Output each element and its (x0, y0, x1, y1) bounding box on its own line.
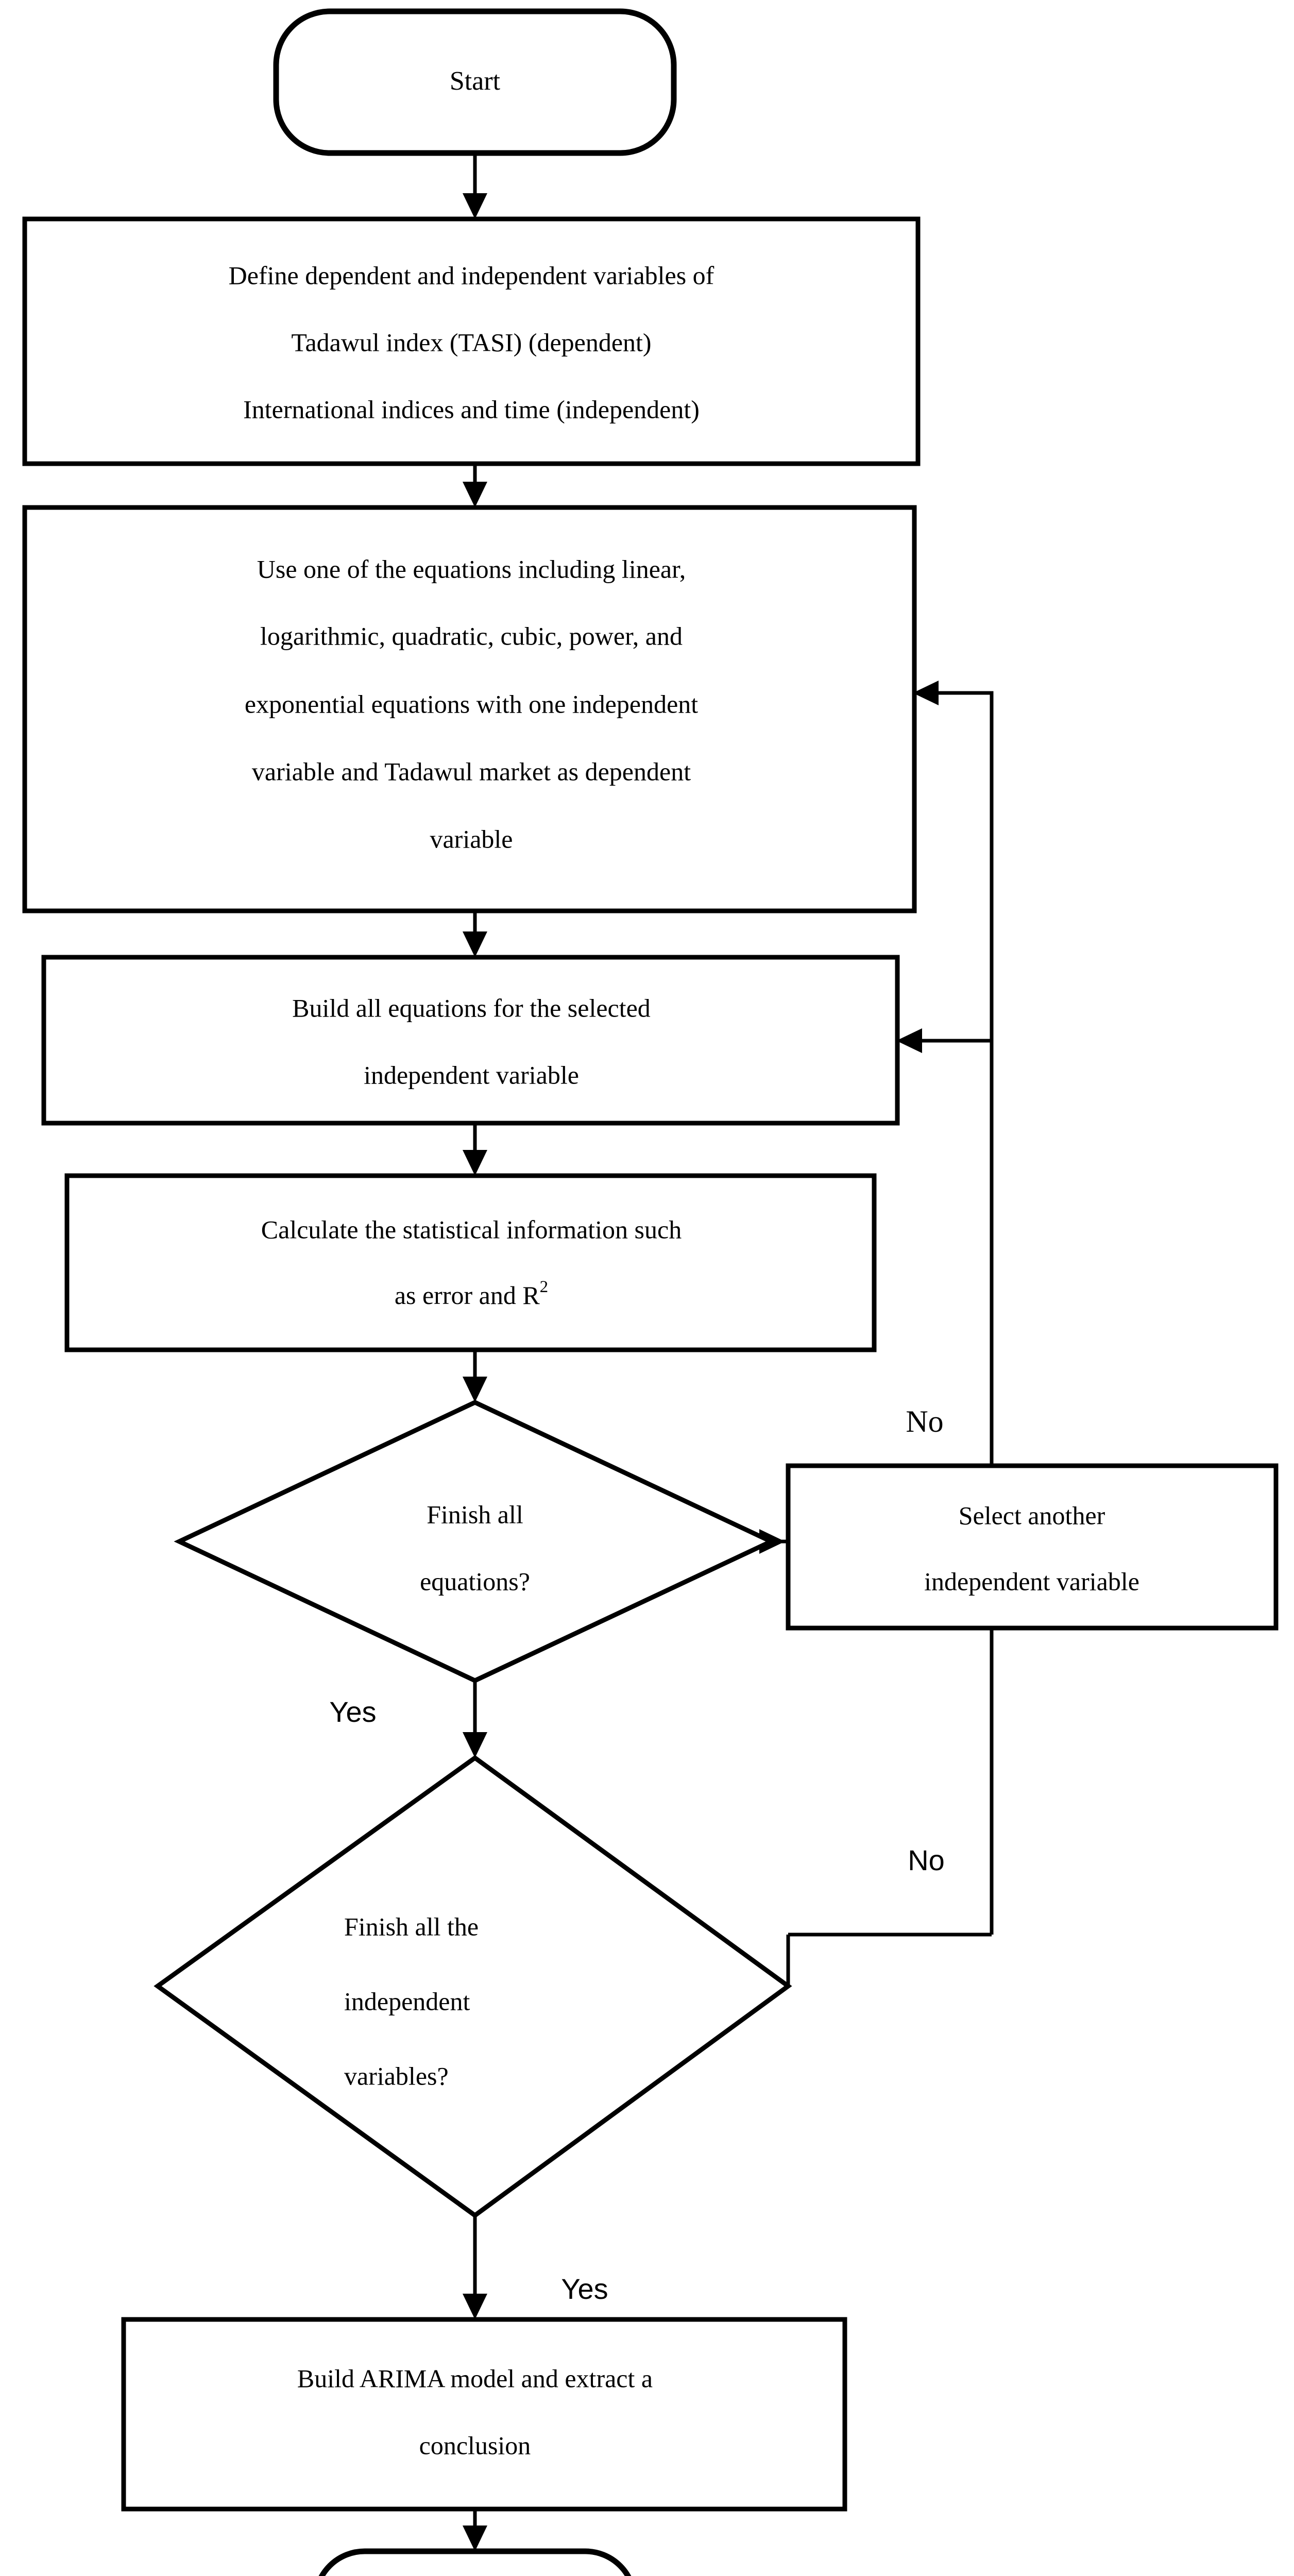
connector-define-to-use (463, 464, 487, 507)
edge-label-yes-equations: Yes (329, 1696, 376, 1728)
node-use-equation-line-4: variable and Tadawul market as dependent (252, 757, 691, 786)
node-decision-variables-line-1: Finish all the (344, 1912, 479, 1941)
node-build-equations-line-2: independent variable (364, 1060, 579, 1089)
connector-select-loop-to-use (913, 681, 994, 1376)
connector-build-to-calculate (463, 1123, 487, 1176)
edge-label-no-equations: No (906, 1404, 943, 1438)
node-use-equation-shape (22, 505, 917, 913)
node-start-label: Start (450, 66, 501, 96)
node-define-vars-line-2: Tadawul index (TASI) (dependent) (291, 328, 651, 357)
connector-use-to-build (463, 911, 487, 957)
node-define-vars-shape (22, 216, 921, 466)
connector-start-to-define (463, 153, 487, 219)
node-start-shape (273, 8, 677, 156)
node-calculate-stats-line-2: as error and R2 (395, 1278, 548, 1310)
edge-label-no-variables: No (908, 1844, 945, 1876)
node-decision-variables-line-3: variables? (344, 2061, 449, 2090)
node-select-another-line-1: Select another (959, 1501, 1105, 1530)
node-decision-variables-shape (154, 1755, 792, 2218)
node-build-arima-line-2: conclusion (419, 2431, 531, 2460)
node-build-equations-line-1: Build all equations for the selected (292, 993, 651, 1022)
node-calculate-stats-line-1: Calculate the statistical information su… (261, 1215, 682, 1244)
node-select-another-shape (786, 1463, 1279, 1631)
node-calculate-stats-base: as error and R (395, 1281, 540, 1310)
node-calculate-stats-superscript: 2 (540, 1278, 549, 1296)
connector-calculate-to-decision1 (463, 1350, 487, 1402)
node-decision-equations-line-1: Finish all (427, 1500, 523, 1529)
connector-decision2-yes-to-arima (463, 2215, 487, 2319)
node-build-arima-line-1: Build ARIMA model and extract a (297, 2364, 653, 2393)
node-use-equation-line-1: Use one of the equations including linea… (257, 554, 686, 583)
node-use-equation-line-3: exponential equations with one independe… (245, 689, 698, 718)
node-decision-equations-line-2: equations? (420, 1567, 530, 1596)
node-define-vars-line-3: International indices and time (independ… (243, 395, 700, 423)
node-define-vars-line-1: Define dependent and independent variabl… (229, 261, 714, 290)
edge-label-yes-variables: Yes (561, 2273, 608, 2305)
node-end-shape (318, 2548, 632, 2576)
node-use-equation-line-5: variable (430, 824, 513, 853)
node-build-equations-shape (41, 955, 900, 1126)
node-use-equation-line-2: logarithmic, quadratic, cubic, power, an… (260, 621, 683, 650)
node-decision-variables-line-2: independent (344, 1987, 470, 2015)
connector-decision2-no-to-build (788, 1028, 994, 1937)
node-decision-equations-shape (174, 1400, 777, 1683)
connector-arima-to-end (463, 2509, 487, 2551)
node-calculate-stats-shape (64, 1173, 877, 1352)
node-select-another-line-2: independent variable (924, 1567, 1139, 1596)
connector-decision1-yes-to-decision2 (463, 1681, 487, 1758)
node-build-arima-shape (121, 2317, 847, 2512)
